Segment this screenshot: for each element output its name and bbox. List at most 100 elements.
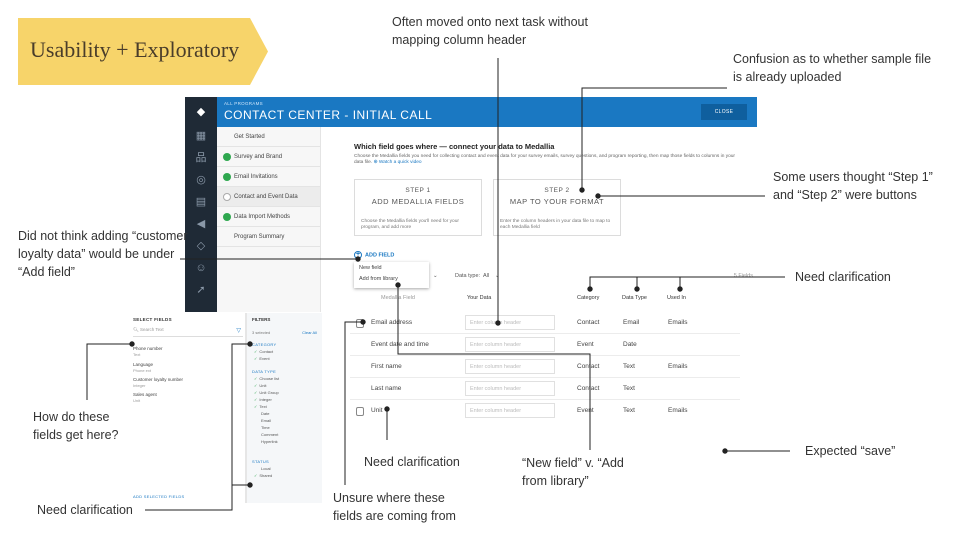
filter-option[interactable]: Hyperlink xyxy=(254,439,278,444)
menu-add-from-library[interactable]: Add from library xyxy=(359,276,398,282)
annotation-customer-loyalty: Did not think adding “customer loyalty d… xyxy=(18,229,188,279)
annotation-need-clarification-filters: Need clarification xyxy=(37,503,133,517)
filter-option-label: Comment xyxy=(261,432,279,437)
video-link[interactable]: ⊕ Watch a quick video xyxy=(373,160,422,166)
filters-selected-count: 3 selected xyxy=(252,330,271,335)
step1-desc: Choose the Medallia fields you'll need f… xyxy=(361,219,459,230)
filter-option[interactable]: ✓Event xyxy=(254,356,270,361)
nav-label: Survey and Brand xyxy=(234,154,283,160)
users-icon[interactable]: ☺ xyxy=(195,262,207,274)
filter-option-label: Unit Group xyxy=(259,390,279,395)
grid-icon[interactable]: ▦ xyxy=(195,130,207,142)
filter-option[interactable]: ✓Integer xyxy=(254,397,272,402)
filter-option[interactable]: Local xyxy=(254,466,271,471)
data-type-select[interactable]: All xyxy=(483,273,490,279)
filter-option-label: Local xyxy=(261,466,271,471)
lock-icon xyxy=(356,407,364,416)
main-content: Which field goes where — connect your da… xyxy=(321,127,757,312)
field-option-name: Language xyxy=(133,362,154,367)
field-used-in: Emails xyxy=(668,363,688,370)
field-category: Contact xyxy=(577,385,600,392)
check-icon xyxy=(223,153,231,161)
layers-icon[interactable]: ◇ xyxy=(196,240,206,252)
circle-icon xyxy=(223,193,231,201)
nav-program-summary[interactable]: Program Summary xyxy=(217,227,320,247)
filter-option[interactable]: Comment xyxy=(254,432,278,437)
nav-survey-brand[interactable]: Survey and Brand xyxy=(217,147,320,167)
field-option-type: Unit xyxy=(133,397,141,403)
field-count: 5 Fields xyxy=(733,273,753,279)
column-header-input[interactable]: Enter column header xyxy=(465,381,555,396)
description-text: Choose the Medallia fields you need for … xyxy=(354,154,736,166)
field-category: Contact xyxy=(577,319,600,326)
column-header-input[interactable]: Enter column header xyxy=(465,359,555,374)
nav-contact-event-data[interactable]: Contact and Event Data xyxy=(217,187,320,207)
nav-data-import[interactable]: Data Import Methods xyxy=(217,207,320,227)
filters-title: FILTERS xyxy=(252,317,271,322)
step1-card: STEP 1 ADD MEDALLIA FIELDS Choose the Me… xyxy=(354,179,482,236)
field-used-in: Emails xyxy=(668,319,688,326)
filter-option[interactable]: Time xyxy=(254,425,270,430)
add-field-button[interactable]: +ADD FIELD xyxy=(354,251,394,259)
field-option-name: Customer loyalty number xyxy=(133,377,184,382)
select-fields-title: SELECT FIELDS xyxy=(133,317,172,322)
plus-icon: + xyxy=(354,251,362,259)
filter-option[interactable]: ✓Unit xyxy=(254,383,266,388)
filter-option[interactable]: ✓Choose list xyxy=(254,376,279,381)
filter-option[interactable]: Date xyxy=(254,411,269,416)
filter-option[interactable]: ✓Contact xyxy=(254,349,273,354)
icon-rail: ◆ ▦ 品 ◎ ▤ ◀ ◇ ☺ ➚ xyxy=(185,97,217,312)
field-type: Email xyxy=(623,319,640,326)
chevron-down-icon[interactable]: ⌄ xyxy=(433,273,438,279)
nav-label: Email Invitations xyxy=(234,174,278,180)
category-label: CATEGORY xyxy=(252,342,277,347)
title-banner: Usability + Exploratory xyxy=(18,18,268,85)
add-selected-fields-button[interactable]: ADD SELECTED FIELDS xyxy=(133,494,185,499)
filter-option[interactable]: ✓Text xyxy=(254,404,267,409)
close-button[interactable]: CLOSE xyxy=(701,104,747,120)
field-option-type: Phone ext xyxy=(133,367,152,373)
target-icon[interactable]: ◎ xyxy=(196,174,206,186)
check-icon xyxy=(223,173,231,181)
check-icon: ✓ xyxy=(254,404,258,409)
field-category: Event xyxy=(577,407,594,414)
column-header-input[interactable]: Enter column header xyxy=(465,403,555,418)
banner-title: Usability + Exploratory xyxy=(30,37,240,62)
breadcrumb[interactable]: ALL PROGRAMS xyxy=(224,101,263,106)
rocket-icon[interactable]: ➚ xyxy=(196,284,206,296)
check-icon xyxy=(223,213,231,221)
filter-icon[interactable]: ▽ xyxy=(236,328,241,334)
table-row: Last name Enter column header Contact Te… xyxy=(350,378,740,400)
nav-email-invitations[interactable]: Email Invitations xyxy=(217,167,320,187)
filter-option[interactable]: Email xyxy=(254,418,271,423)
hierarchy-icon[interactable]: 品 xyxy=(195,152,207,164)
lock-icon xyxy=(356,319,364,328)
filter-option[interactable]: ✓Shared xyxy=(254,473,272,478)
megaphone-icon[interactable]: ◀ xyxy=(196,218,206,230)
filter-option[interactable]: ✓Unit Group xyxy=(254,390,279,395)
program-header: ALL PROGRAMS CONTACT CENTER - INITIAL CA… xyxy=(217,97,757,127)
col-header-your-data: Your Data xyxy=(467,295,492,301)
filter-option-label: Unit xyxy=(259,383,267,388)
check-icon: ✓ xyxy=(254,397,258,402)
nav-get-started[interactable]: Get Started xyxy=(217,127,320,147)
menu-new-field[interactable]: New field xyxy=(359,265,382,271)
check-icon: ✓ xyxy=(254,473,258,478)
search-input[interactable]: 🔍︎ Search Text ▽ xyxy=(133,327,243,337)
add-field-menu: New field Add from library xyxy=(354,262,429,288)
clear-all-link[interactable]: Clear All xyxy=(302,330,317,335)
col-header-category: Category xyxy=(577,295,600,301)
report-icon[interactable]: ▤ xyxy=(195,196,207,208)
column-header-input[interactable]: Enter column header xyxy=(465,315,555,330)
content-description: Choose the Medallia fields you need for … xyxy=(354,154,744,167)
filter-option-label: Hyperlink xyxy=(261,439,278,444)
field-name: Email address xyxy=(371,319,413,326)
column-header-input[interactable]: Enter column header xyxy=(465,337,555,352)
filter-option-label: Date xyxy=(261,411,270,416)
field-name: Event date and time xyxy=(371,341,429,348)
field-category: Contact xyxy=(577,363,600,370)
